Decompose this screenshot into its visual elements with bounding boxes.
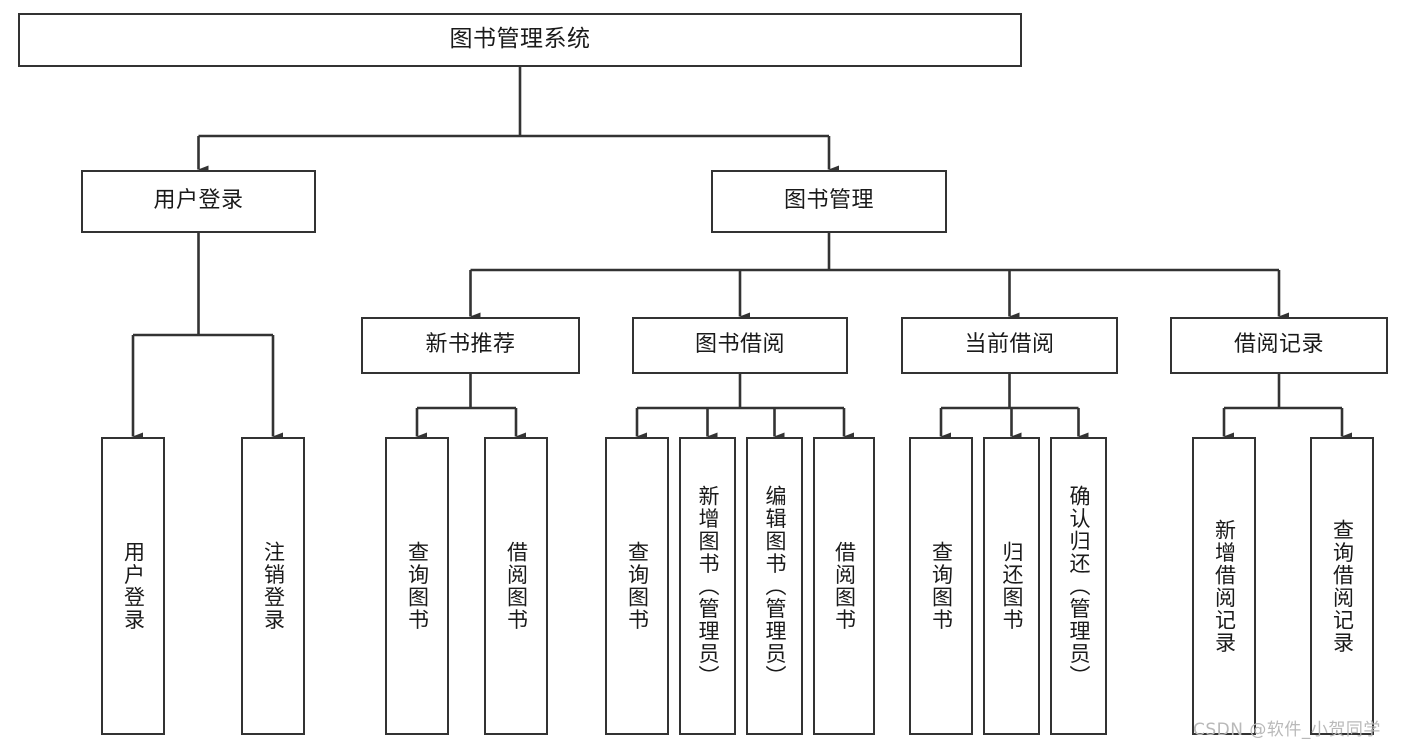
- node-leaf-5[interactable]: 查询图书: [605, 437, 669, 735]
- node-leaf-8[interactable]: 借阅图书: [813, 437, 875, 735]
- node-label: 确认归还（管理员）: [1067, 484, 1091, 688]
- node-label: 编辑图书（管理员）: [763, 484, 787, 688]
- node-label: 借阅记录: [1233, 332, 1324, 358]
- node-book-borrow[interactable]: 图书借阅: [632, 317, 848, 374]
- node-leaf-10[interactable]: 归还图书: [983, 437, 1040, 735]
- node-label: 用户登录: [121, 541, 146, 631]
- node-label: 借阅图书: [504, 541, 529, 631]
- node-leaf-1[interactable]: 用户登录: [101, 437, 165, 735]
- node-label: 查询图书: [405, 541, 430, 631]
- node-leaf-3[interactable]: 查询图书: [385, 437, 449, 735]
- node-leaf-4[interactable]: 借阅图书: [484, 437, 548, 735]
- node-label: 用户登录: [153, 188, 244, 214]
- node-label: 查询图书: [929, 541, 954, 631]
- node-label: 新增图书（管理员）: [696, 484, 720, 688]
- node-root[interactable]: 图书管理系统: [18, 13, 1022, 67]
- node-leaf-7[interactable]: 编辑图书（管理员）: [746, 437, 803, 735]
- node-label: 图书管理系统: [449, 26, 591, 53]
- node-book-manage[interactable]: 图书管理: [711, 170, 947, 233]
- node-leaf-6[interactable]: 新增图书（管理员）: [679, 437, 736, 735]
- node-leaf-9[interactable]: 查询图书: [909, 437, 973, 735]
- node-label: 图书管理: [783, 188, 874, 214]
- node-leaf-13[interactable]: 查询借阅记录: [1310, 437, 1374, 735]
- node-label: 借阅图书: [832, 541, 857, 631]
- node-label: 图书借阅: [694, 332, 785, 358]
- node-current-borrow[interactable]: 当前借阅: [901, 317, 1118, 374]
- node-user-login[interactable]: 用户登录: [81, 170, 316, 233]
- node-leaf-2[interactable]: 注销登录: [241, 437, 305, 735]
- node-borrow-record[interactable]: 借阅记录: [1170, 317, 1388, 374]
- node-label: 注销登录: [261, 541, 286, 631]
- node-label: 新书推荐: [425, 332, 516, 358]
- node-leaf-11[interactable]: 确认归还（管理员）: [1050, 437, 1107, 735]
- node-label: 当前借阅: [964, 332, 1055, 358]
- node-label: 新增借阅记录: [1212, 518, 1237, 654]
- edge-paths: [131, 67, 1353, 441]
- node-leaf-12[interactable]: 新增借阅记录: [1192, 437, 1256, 735]
- node-new-book-rec[interactable]: 新书推荐: [361, 317, 580, 374]
- node-label: 查询图书: [625, 541, 650, 631]
- node-label: 归还图书: [1000, 541, 1024, 631]
- watermark-text: CSDN @软件_小贺同学: [1193, 720, 1381, 740]
- node-label: 查询借阅记录: [1330, 518, 1355, 654]
